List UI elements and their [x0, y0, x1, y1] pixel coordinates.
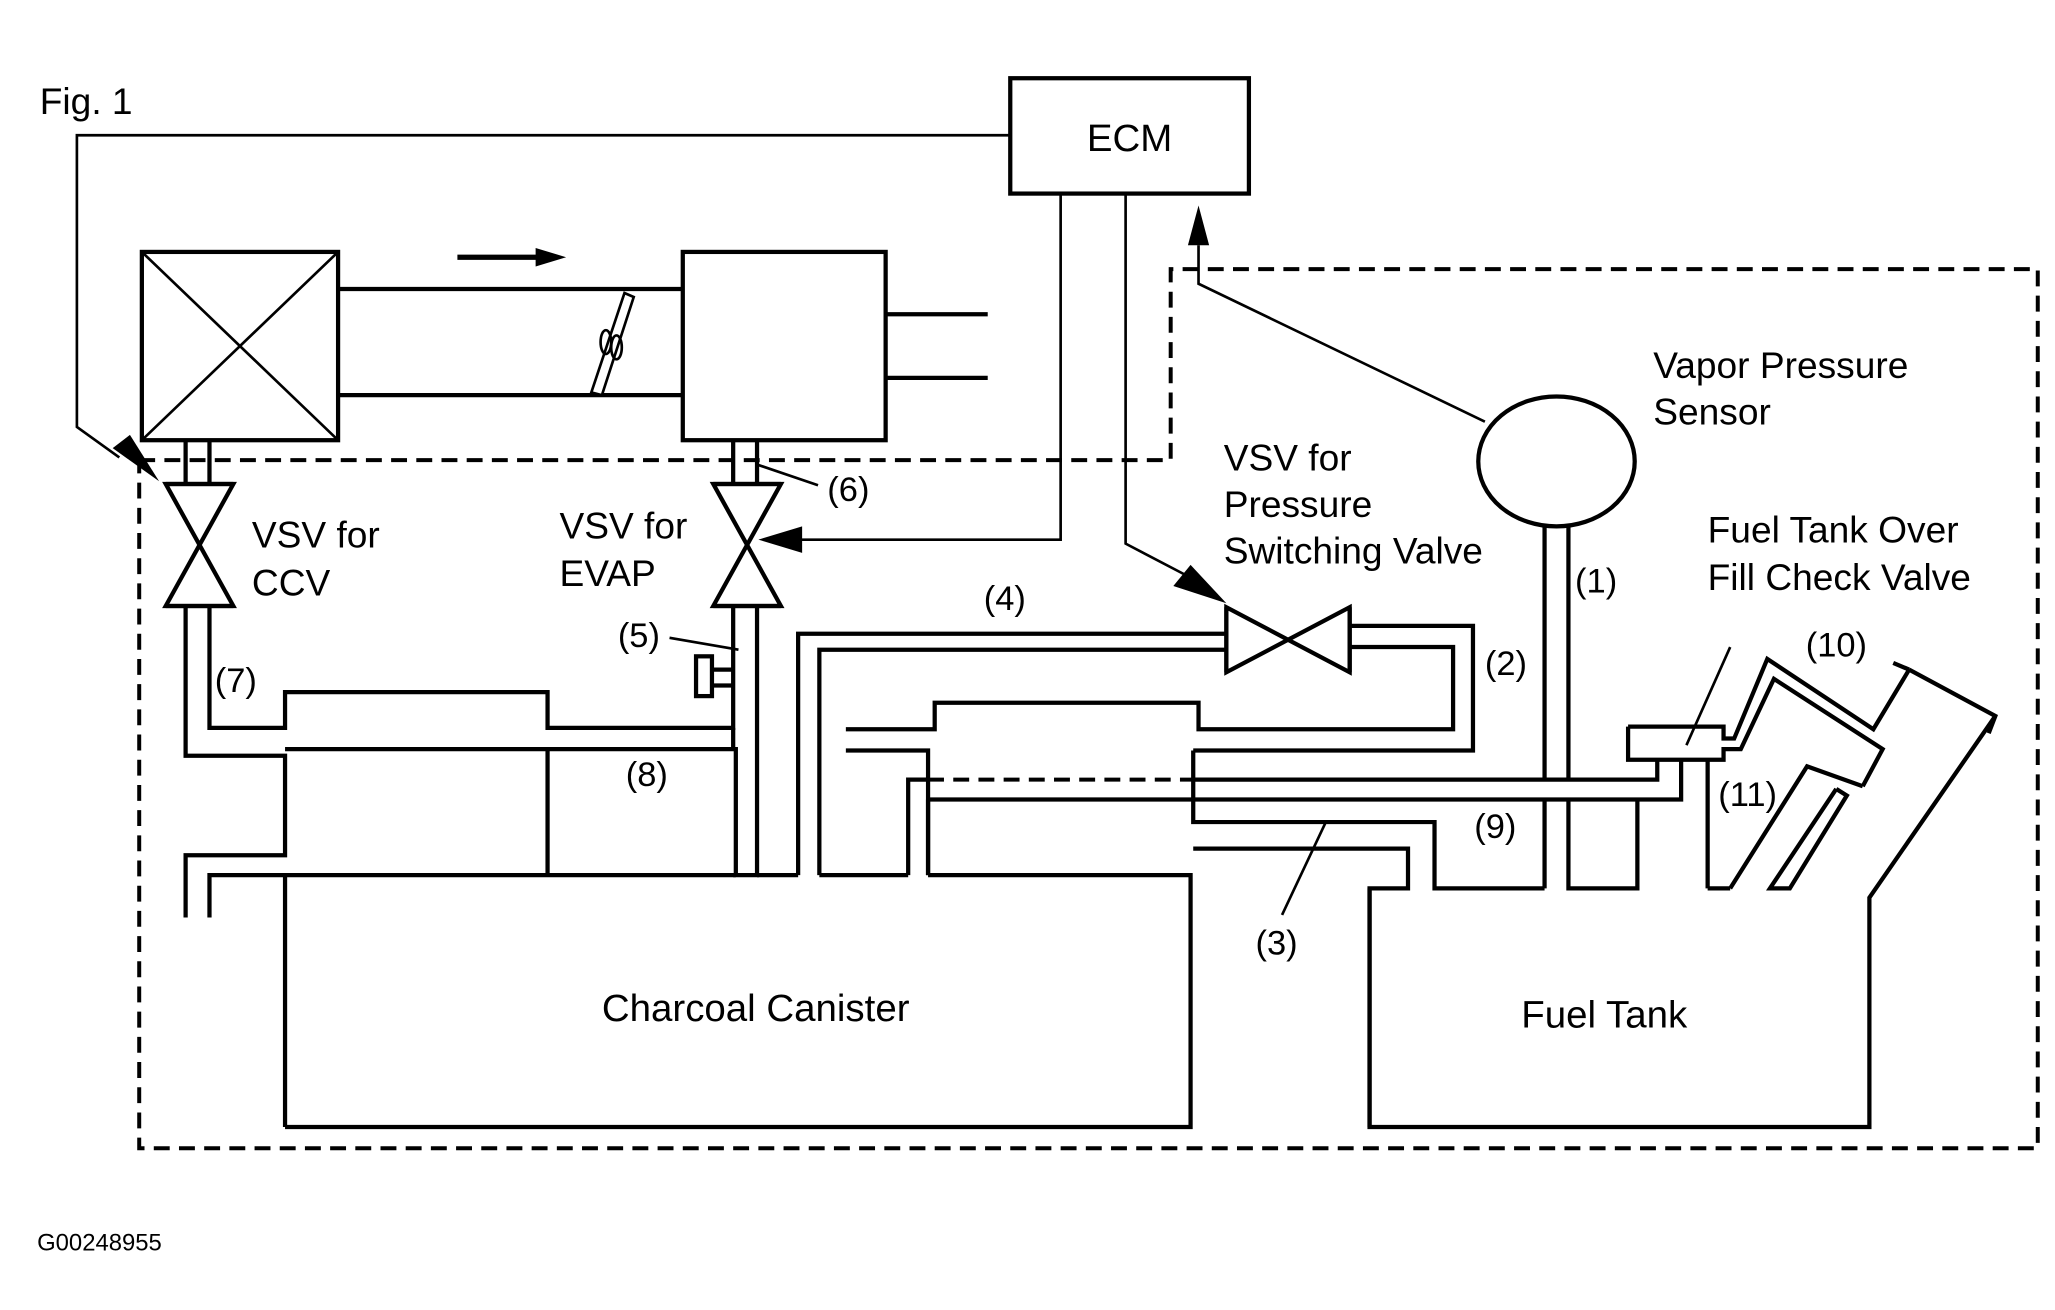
arrow-head-ecm	[1187, 205, 1210, 246]
figure-title: Fig. 1	[40, 80, 133, 122]
callout-11: (11)	[1718, 776, 1777, 814]
vsv-psv-label-1: VSV for	[1224, 437, 1352, 479]
fuel-tank	[1367, 714, 1998, 1130]
fuel-tank-label: Fuel Tank	[1521, 994, 1688, 1037]
vsv-ccv-icon	[162, 440, 237, 609]
ofcv-label-2: Fill Check Valve	[1708, 556, 1971, 598]
vsv-psv-label-2: Pressure	[1224, 483, 1372, 525]
hose-9	[906, 759, 1684, 876]
hose-2	[845, 623, 1476, 876]
ofcv-leader	[1685, 646, 1732, 746]
callout-8: (8)	[626, 756, 668, 794]
vps-label-1: Vapor Pressure	[1653, 344, 1908, 386]
callout-1: (1)	[1575, 563, 1617, 601]
arrow-right-icon	[457, 247, 567, 267]
callout-5-leader	[669, 636, 739, 652]
vps-label-2: Sensor	[1653, 390, 1771, 432]
arrow-head-evap	[758, 526, 803, 553]
vsv-psv-label-3: Switching Valve	[1224, 530, 1483, 572]
wire-ecm-to-vsv-evap	[795, 193, 1062, 541]
canister-section-8	[285, 747, 738, 876]
ofcv-label-1: Fuel Tank Over	[1708, 508, 1959, 550]
fuel-tank-top-segments	[1542, 759, 1731, 891]
hose-4	[796, 631, 1227, 876]
hose-7	[183, 605, 736, 1128]
callout-9: (9)	[1474, 808, 1516, 846]
dashed-boundary	[137, 267, 2040, 1151]
arrow-head-ccv	[112, 434, 160, 482]
callout-10: (10)	[1806, 626, 1867, 664]
wire-sensor-to-ecm	[1197, 245, 1486, 423]
wire-ecm-to-vsv-psv	[1124, 193, 1185, 576]
callout-5: (5)	[618, 617, 660, 655]
vsv-pressure-switching-icon	[1224, 603, 1352, 676]
callout-6-leader	[755, 462, 819, 487]
vsv-evap-icon	[709, 440, 785, 609]
callout-6: (6)	[827, 471, 869, 509]
arrow-head-psv	[1173, 564, 1227, 604]
vsv-ccv-label-1: VSV for	[252, 514, 380, 556]
ecm-box: ECM	[1008, 76, 1252, 196]
callout-4: (4)	[984, 580, 1026, 618]
figure-id: G00248955	[37, 1229, 162, 1256]
filler-neck	[1728, 660, 1998, 891]
vsv-evap-label-2: EVAP	[559, 552, 655, 594]
charcoal-canister-label: Charcoal Canister	[602, 987, 910, 1030]
wire-ecm-to-vsv-ccv	[75, 133, 1011, 459]
charcoal-canister	[285, 872, 1193, 1130]
vsv-ccv-label-2: CCV	[252, 561, 331, 603]
callout-3: (3)	[1256, 925, 1298, 963]
hose-1	[1542, 526, 1571, 780]
ecm-label: ECM	[1087, 117, 1172, 160]
callout-7: (7)	[215, 662, 257, 700]
throttle-valve-icon	[589, 291, 636, 397]
intake-manifold	[680, 249, 888, 443]
vapor-pressure-sensor	[1476, 394, 1637, 529]
purge-port	[693, 654, 715, 699]
air-cleaner	[139, 249, 341, 443]
callout-3-leader	[1280, 821, 1328, 916]
callout-2: (2)	[1485, 645, 1527, 683]
over-fill-check-valve	[1625, 655, 1911, 788]
vsv-evap-label-1: VSV for	[559, 504, 687, 546]
